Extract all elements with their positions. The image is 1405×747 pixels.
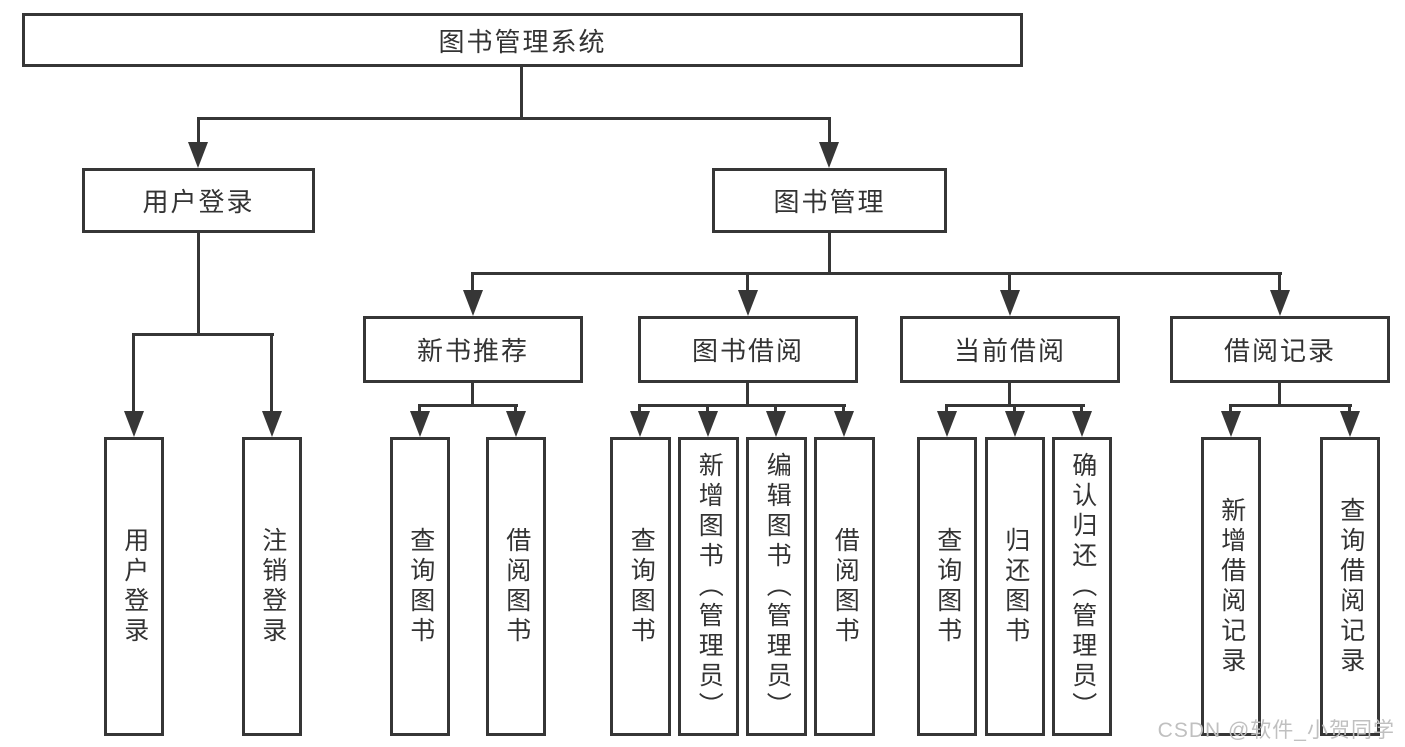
connector-to-book-borrowing: [746, 272, 749, 297]
connector-new-book-trunk: [471, 383, 474, 407]
arrowhead-leaf: [1340, 411, 1360, 437]
arrowhead-borrowing-records: [1270, 290, 1290, 316]
connector-book-borrowing-trunk: [746, 383, 749, 407]
leaf-add-books-admin: 新增图书（管理员）: [678, 437, 739, 736]
arrowhead-leaf: [1221, 411, 1241, 437]
node-root: 图书管理系统: [22, 13, 1023, 67]
connector-level2-rail: [197, 117, 831, 120]
connector-to-user-login: [197, 117, 200, 145]
arrowhead-leaf: [1072, 411, 1092, 437]
connector-to-leaf-user-login: [132, 333, 135, 413]
leaf-user-login: 用户登录: [104, 437, 164, 736]
connector-user-login-trunk: [197, 233, 200, 336]
leaf-add-borrowing-record: 新增借阅记录: [1201, 437, 1261, 736]
connector-new-book-rail: [418, 404, 518, 407]
arrowhead-leaf: [937, 411, 957, 437]
leaf-confirm-return-admin: 确认归还（管理员）: [1052, 437, 1112, 736]
arrowhead-leaf: [506, 411, 526, 437]
leaf-borrow-books-recommend: 借阅图书: [486, 437, 546, 736]
arrowhead-current-borrowing: [1000, 290, 1020, 316]
node-current-borrowing: 当前借阅: [900, 316, 1120, 383]
connector-book-borrowing-rail: [638, 404, 846, 407]
leaf-logout-login: 注销登录: [242, 437, 302, 736]
connector-to-borrowing-records: [1278, 272, 1281, 297]
leaf-borrow-books-borrowing: 借阅图书: [814, 437, 875, 736]
leaf-query-books-current: 查询图书: [917, 437, 977, 736]
arrowhead-new-book: [463, 290, 483, 316]
arrowhead-leaf: [698, 411, 718, 437]
arrowhead-book-management: [819, 142, 839, 168]
arrowhead-leaf-user-login: [124, 411, 144, 437]
watermark-text: CSDN @软件_小贺同学: [1157, 719, 1395, 742]
connector-current-borrowing-trunk: [1008, 383, 1011, 407]
node-user-login: 用户登录: [82, 168, 315, 233]
connector-to-leaf-logout: [270, 333, 273, 413]
connector-to-current-borrowing: [1008, 272, 1011, 297]
arrowhead-leaf: [834, 411, 854, 437]
connector-user-login-rail: [132, 333, 274, 336]
leaf-query-books-recommend: 查询图书: [390, 437, 450, 736]
connector-borrowing-records-rail: [1229, 404, 1352, 407]
leaf-return-books: 归还图书: [985, 437, 1045, 736]
arrowhead-leaf: [1005, 411, 1025, 437]
connector-borrowing-records-trunk: [1278, 383, 1281, 407]
node-borrowing-records: 借阅记录: [1170, 316, 1390, 383]
leaf-edit-books-admin: 编辑图书（管理员）: [746, 437, 807, 736]
arrowhead-user-login: [188, 142, 208, 168]
node-new-book-recommendation: 新书推荐: [363, 316, 583, 383]
connector-book-management-trunk: [828, 233, 831, 275]
arrowhead-book-borrowing: [738, 290, 758, 316]
arrowhead-leaf: [766, 411, 786, 437]
connector-root-trunk: [520, 67, 523, 120]
connector-to-new-book: [471, 272, 474, 297]
arrowhead-leaf: [630, 411, 650, 437]
leaf-query-books-borrowing: 查询图书: [610, 437, 671, 736]
connector-level3-rail: [471, 272, 1282, 275]
node-book-borrowing: 图书借阅: [638, 316, 858, 383]
node-book-management: 图书管理: [712, 168, 947, 233]
arrowhead-leaf: [410, 411, 430, 437]
arrowhead-leaf-logout: [262, 411, 282, 437]
connector-to-book-management: [828, 117, 831, 145]
leaf-query-borrowing-record: 查询借阅记录: [1320, 437, 1380, 736]
